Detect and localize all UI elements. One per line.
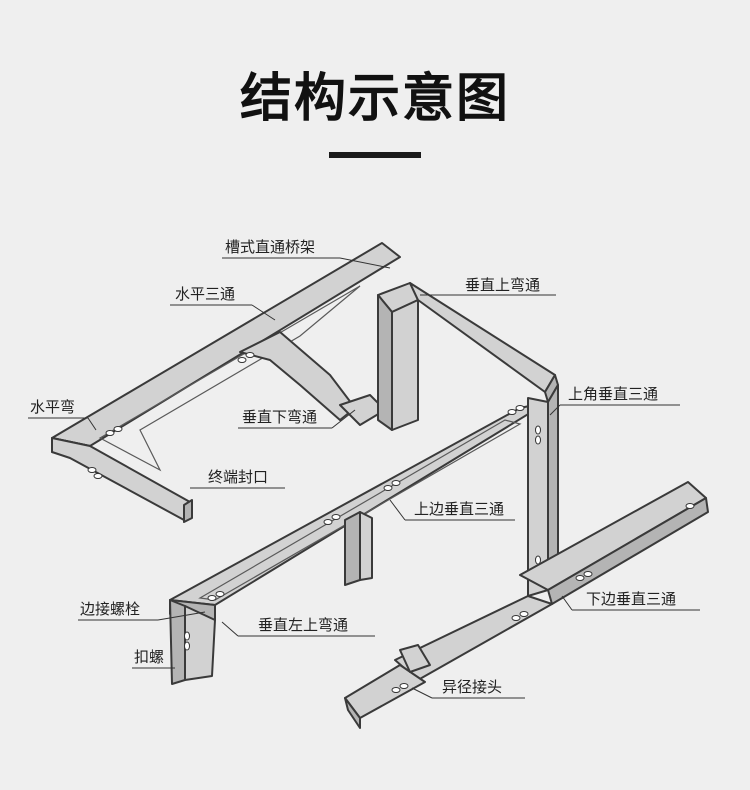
title-underline (329, 152, 421, 158)
label-upper-side-vertical-tee: 上边垂直三通 (414, 500, 504, 518)
right-vertical-riser (527, 384, 559, 597)
upper-side-vertical-tee-leg (344, 511, 361, 586)
end-cap-piece (183, 499, 193, 523)
label-lower-side-vertical-tee: 下边垂直三通 (586, 590, 676, 608)
upper-tray-loop (51, 242, 401, 523)
label-vertical-up-bend: 垂直上弯通 (465, 276, 540, 294)
vertical-left-up-bend-leg (169, 599, 186, 685)
label-side-connector-bolt: 边接螺栓 (80, 600, 140, 618)
reducer-piece (344, 644, 431, 729)
label-reducer: 异径接头 (442, 678, 502, 696)
diagram-labels: 槽式直通桥架 水平三通 垂直上弯通 上角垂直三通 水平弯 垂直下弯通 终端封口 … (30, 238, 676, 696)
label-vertical-left-up-bend: 垂直左上弯通 (258, 616, 348, 634)
label-horizontal-tee: 水平三通 (175, 285, 235, 303)
label-horizontal-bend: 水平弯 (30, 398, 75, 416)
label-upper-corner-vertical-tee: 上角垂直三通 (568, 385, 658, 403)
page-title: 结构示意图 (239, 69, 510, 129)
label-end-cap: 终端封口 (208, 468, 268, 486)
leader-lines (28, 257, 700, 699)
vertical-up-section (377, 282, 559, 431)
label-vertical-down-bend: 垂直下弯通 (242, 408, 317, 426)
horizontal-bend-piece (51, 437, 191, 521)
lower-right-tray (394, 481, 709, 681)
vertical-up-bend-piece (409, 282, 556, 393)
label-nut: 扣螺 (134, 648, 164, 666)
vertical-up-riser (377, 294, 393, 431)
main-straight-tray (169, 401, 549, 685)
horizontal-tee-piece (239, 331, 356, 421)
label-trough-tray: 槽式直通桥架 (225, 238, 315, 256)
